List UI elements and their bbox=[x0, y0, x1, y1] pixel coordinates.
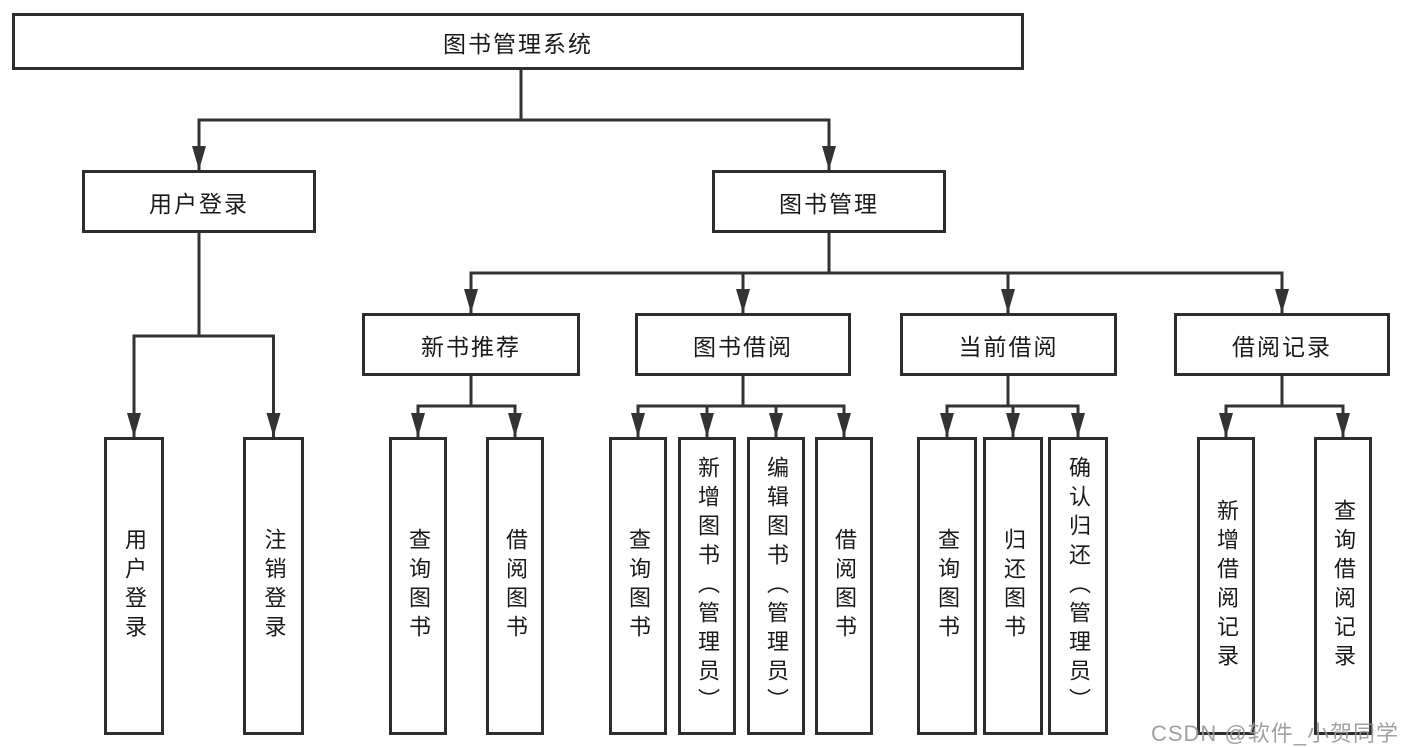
leaf-return-books: 归还图书 bbox=[983, 437, 1043, 735]
node-new-book-recommend: 新书推荐 bbox=[362, 313, 580, 376]
leaf-add-borrow-record-label: 新增借阅记录 bbox=[1214, 499, 1239, 673]
node-current-borrow: 当前借阅 bbox=[900, 313, 1117, 376]
leaf-logout-label: 注销登录 bbox=[261, 528, 287, 644]
leaf-query-books-current: 查询图书 bbox=[917, 437, 977, 735]
csdn-watermark: CSDN @软件_小贺同学 bbox=[1150, 721, 1399, 746]
leaf-query-books-newbook: 查询图书 bbox=[389, 437, 447, 735]
leaf-logout: 注销登录 bbox=[243, 437, 304, 735]
node-root-system: 图书管理系统 bbox=[12, 13, 1024, 70]
node-book-management-label: 图书管理 bbox=[779, 190, 879, 217]
leaf-query-books-newbook-label: 查询图书 bbox=[406, 528, 431, 644]
leaf-add-borrow-record: 新增借阅记录 bbox=[1197, 437, 1255, 735]
node-borrow-records: 借阅记录 bbox=[1174, 313, 1390, 376]
leaf-confirm-return-admin: 确认归还（管理员） bbox=[1048, 437, 1108, 735]
leaf-borrow-books-label: 借阅图书 bbox=[832, 528, 857, 644]
leaf-query-borrow-record-label: 查询借阅记录 bbox=[1331, 499, 1356, 673]
node-book-borrow-label: 图书借阅 bbox=[693, 333, 793, 360]
node-book-management: 图书管理 bbox=[712, 170, 946, 233]
leaf-edit-books-admin: 编辑图书（管理员） bbox=[747, 437, 805, 735]
leaf-confirm-return-admin-label: 确认归还（管理员） bbox=[1066, 455, 1091, 717]
node-borrow-records-label: 借阅记录 bbox=[1232, 333, 1332, 360]
leaf-query-books-borrow-label: 查询图书 bbox=[626, 528, 651, 644]
node-user-login: 用户登录 bbox=[82, 170, 316, 233]
node-new-book-recommend-label: 新书推荐 bbox=[421, 333, 521, 360]
leaf-edit-books-admin-label: 编辑图书（管理员） bbox=[764, 455, 789, 717]
node-user-login-label: 用户登录 bbox=[149, 190, 249, 217]
node-book-borrow: 图书借阅 bbox=[635, 313, 851, 376]
node-current-borrow-label: 当前借阅 bbox=[958, 333, 1059, 360]
leaf-borrow-books: 借阅图书 bbox=[815, 437, 873, 735]
leaf-add-books-admin: 新增图书（管理员） bbox=[678, 437, 736, 735]
leaf-query-borrow-record: 查询借阅记录 bbox=[1314, 437, 1372, 735]
node-root-label: 图书管理系统 bbox=[443, 30, 593, 57]
leaf-return-books-label: 归还图书 bbox=[1001, 528, 1026, 644]
leaf-user-login: 用户登录 bbox=[104, 437, 164, 735]
leaf-borrow-books-newbook-label: 借阅图书 bbox=[503, 528, 528, 644]
leaf-query-books-current-label: 查询图书 bbox=[935, 528, 960, 644]
leaf-user-login-label: 用户登录 bbox=[122, 528, 147, 644]
leaf-borrow-books-newbook: 借阅图书 bbox=[486, 437, 544, 735]
leaf-query-books-borrow: 查询图书 bbox=[609, 437, 667, 735]
leaf-add-books-admin-label: 新增图书（管理员） bbox=[695, 455, 720, 717]
